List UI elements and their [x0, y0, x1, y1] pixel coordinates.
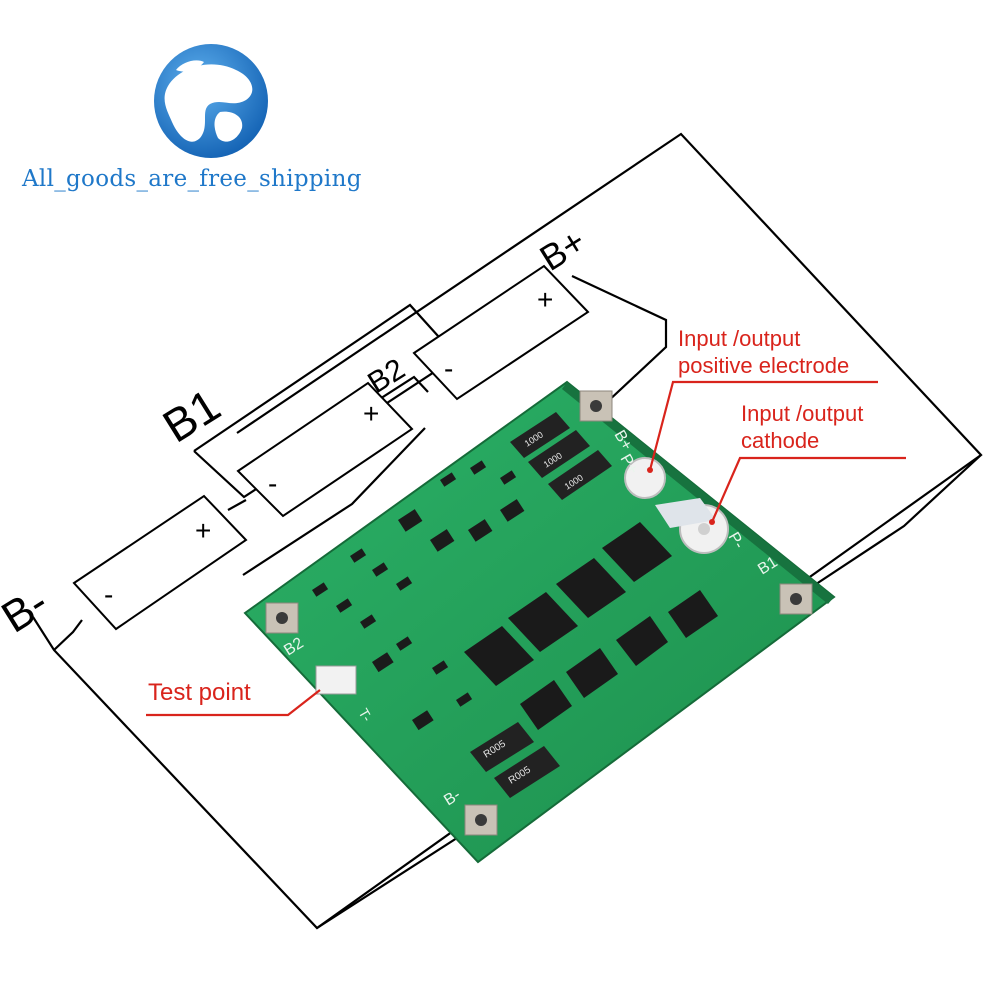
wire-cell1-neg	[53, 619, 83, 651]
wire-b1-lead	[794, 454, 982, 599]
mosfet-group	[464, 522, 718, 730]
battery-cell-3: - +	[412, 264, 590, 401]
annotation-io-cathode-line1: Input /output	[741, 401, 863, 426]
annotation-leaders	[146, 380, 906, 717]
silk-p-minus: P-	[725, 530, 748, 552]
pad-test-point	[315, 665, 357, 695]
wire-b2-lead	[242, 427, 426, 576]
annotation-io-cathode-line2: cathode	[741, 428, 819, 453]
label-b1: B1	[154, 379, 229, 453]
wire-b1-tap	[227, 499, 247, 511]
cell2-plus-sign: +	[363, 398, 379, 429]
annotation-io-positive-line1: Input /output	[678, 326, 800, 351]
pad-p-plus	[624, 457, 666, 499]
globe-icon	[154, 44, 268, 158]
wire-b-plus-lead	[571, 275, 668, 405]
cell2-minus-sign: -	[268, 468, 277, 499]
cell1-minus-sign: -	[104, 579, 113, 610]
cell3-minus-sign: -	[444, 353, 453, 384]
annotation-test-point: Test point	[148, 679, 251, 706]
pcb-board: 1000 1000 1000	[243, 380, 836, 864]
battery-cell-1: - +	[72, 494, 248, 631]
silk-b-minus: B-	[441, 786, 464, 809]
shunt-resistors: R005 R005	[470, 722, 560, 798]
label-b-minus: B-	[0, 578, 57, 643]
wire-b2-link	[374, 375, 429, 403]
cell3-plus-sign: +	[537, 284, 553, 315]
smd-components	[312, 460, 525, 731]
battery-cell-2: - +	[236, 381, 414, 518]
annotation-io-positive-line2: positive electrode	[678, 353, 849, 378]
shop-name: All_goods_are_free_shipping	[22, 166, 362, 192]
resistor-group-top: 1000 1000 1000	[510, 412, 612, 500]
cell1-plus-sign: +	[195, 515, 211, 546]
